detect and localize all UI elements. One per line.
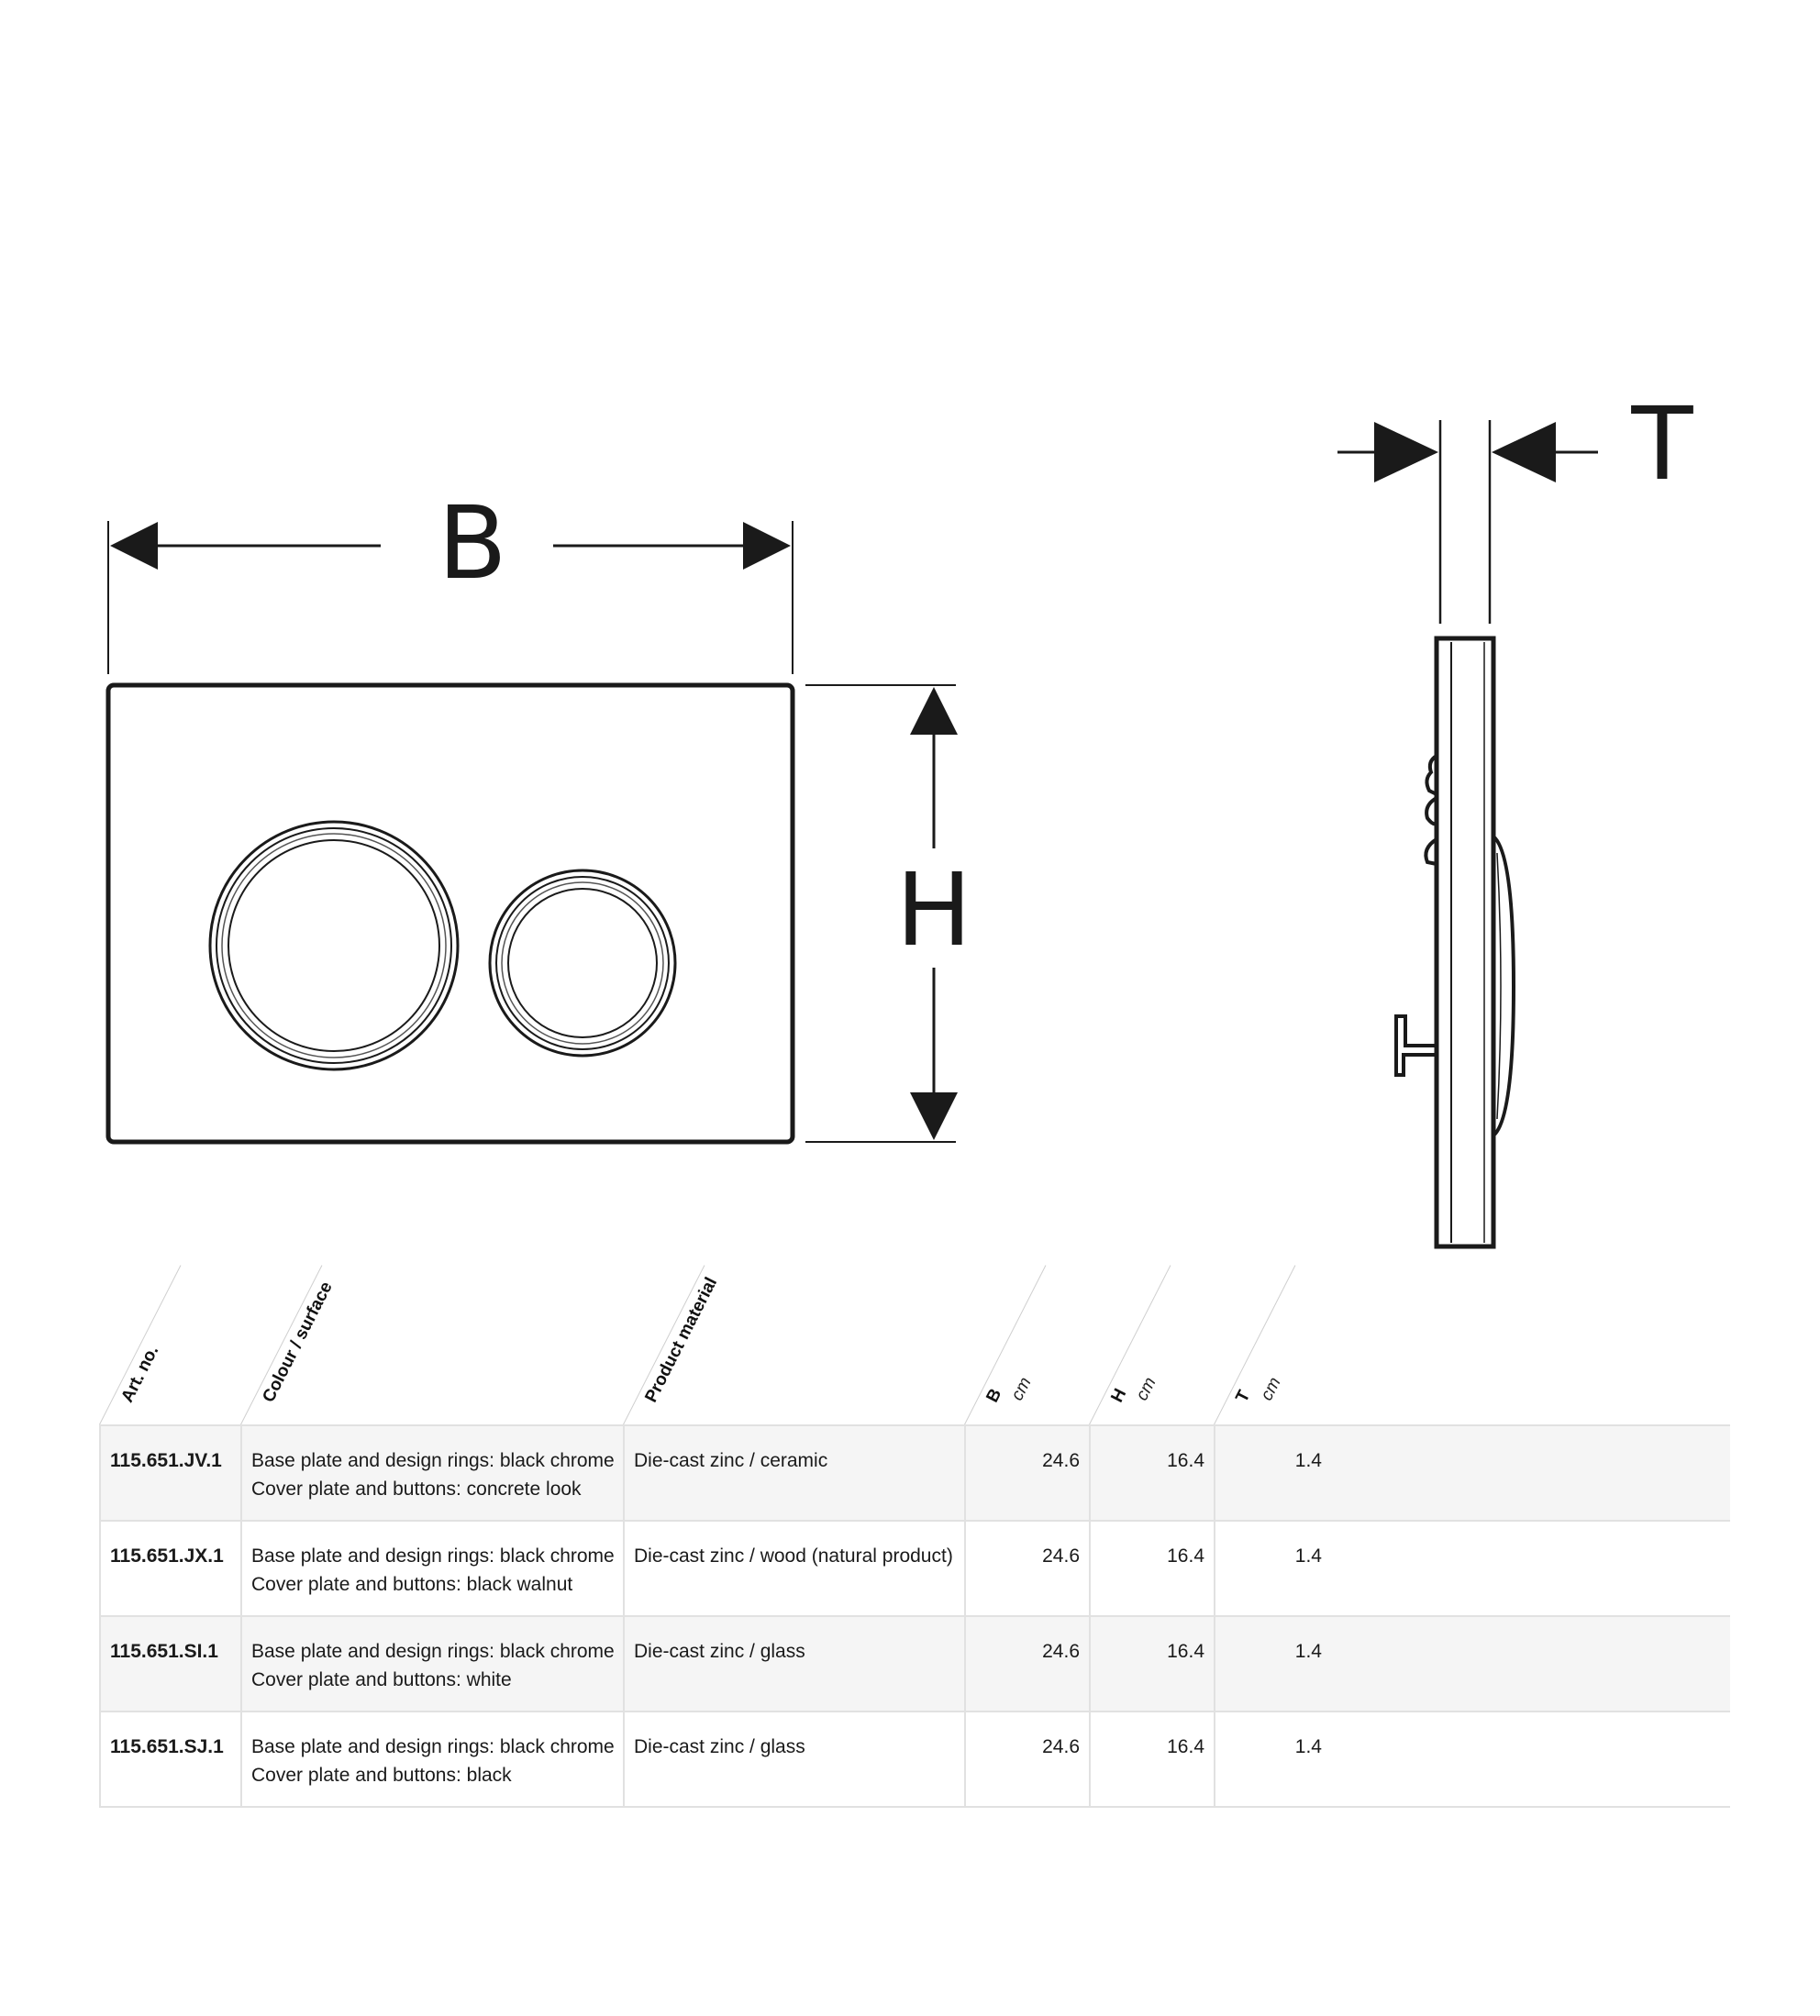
header-h: H (1107, 1385, 1131, 1406)
header-divider (1089, 1265, 1171, 1425)
t-cell: 1.4 (1294, 1545, 1322, 1567)
width-dimension (107, 521, 793, 674)
front-view (105, 682, 795, 1145)
height-dimension (805, 684, 958, 1143)
colour-cell: Base plate and design rings: black chrom… (242, 1617, 625, 1711)
t-cell: 1.4 (1294, 1641, 1322, 1662)
large-flush-button (208, 820, 460, 1071)
b-cell: 24.6 (966, 1712, 1091, 1806)
table-row: 115.651.SI.1 Base plate and design rings… (99, 1617, 1730, 1712)
colour-cell: Base plate and design rings: black chrom… (242, 1426, 625, 1520)
t-cell: 1.4 (1294, 1736, 1322, 1757)
b-cell: 24.6 (966, 1426, 1091, 1520)
spec-table: Art. no. Colour / surface Product materi… (99, 1265, 1730, 1811)
art-no-cell: 115.651.SJ.1 (101, 1712, 242, 1806)
colour-line: Cover plate and buttons: black (251, 1765, 512, 1786)
colour-line: Base plate and design rings: black chrom… (251, 1736, 615, 1757)
material-cell: Die-cast zinc / wood (natural product) (625, 1522, 966, 1615)
header-divider (1214, 1265, 1296, 1425)
colour-line: Cover plate and buttons: white (251, 1669, 512, 1690)
header-h-unit: cm (1132, 1374, 1160, 1404)
b-cell: 24.6 (966, 1522, 1091, 1615)
h-cell: 16.4 (1091, 1426, 1215, 1520)
colour-line: Base plate and design rings: black chrom… (251, 1450, 615, 1471)
colour-cell: Base plate and design rings: black chrom… (242, 1522, 625, 1615)
header-divider (99, 1265, 182, 1425)
width-label: B (438, 484, 506, 602)
material-cell: Die-cast zinc / ceramic (625, 1426, 966, 1520)
material-cell: Die-cast zinc / glass (625, 1712, 966, 1806)
colour-line: Cover plate and buttons: concrete look (251, 1479, 582, 1500)
header-divider (964, 1265, 1047, 1425)
art-no-cell: 115.651.SI.1 (101, 1617, 242, 1711)
material-cell: Die-cast zinc / glass (625, 1617, 966, 1711)
technical-drawing: B H T (105, 385, 1693, 1249)
table-row: 115.651.JX.1 Base plate and design rings… (99, 1522, 1730, 1617)
b-cell: 24.6 (966, 1617, 1091, 1711)
t-cell: 1.4 (1294, 1450, 1322, 1471)
header-colour-surface: Colour / surface (259, 1279, 337, 1406)
height-label: H (896, 851, 972, 969)
depth-label: T (1630, 385, 1693, 503)
header-t-unit: cm (1257, 1374, 1285, 1404)
side-plate-outline (1434, 636, 1496, 1249)
table-header: Art. no. Colour / surface Product materi… (99, 1265, 1730, 1425)
art-no-cell: 115.651.JV.1 (101, 1426, 242, 1520)
colour-line: Base plate and design rings: black chrom… (251, 1545, 615, 1567)
header-t: T (1232, 1387, 1255, 1406)
h-cell: 16.4 (1091, 1712, 1215, 1806)
colour-line: Base plate and design rings: black chrom… (251, 1641, 615, 1662)
header-divider (623, 1265, 705, 1425)
art-no-cell: 115.651.JX.1 (101, 1522, 242, 1615)
h-cell: 16.4 (1091, 1617, 1215, 1711)
header-divider (240, 1265, 323, 1425)
header-b: B (982, 1385, 1006, 1406)
header-b-unit: cm (1007, 1374, 1036, 1404)
colour-cell: Base plate and design rings: black chrom… (242, 1712, 625, 1806)
table-row: 115.651.JV.1 Base plate and design rings… (99, 1426, 1730, 1522)
table-row: 115.651.SJ.1 Base plate and design rings… (99, 1712, 1730, 1808)
side-view (1394, 636, 1516, 1249)
depth-dimension (1337, 420, 1598, 624)
flush-plate-outline (105, 682, 795, 1145)
colour-line: Cover plate and buttons: black walnut (251, 1574, 573, 1595)
small-flush-button (488, 869, 677, 1058)
table-body: 115.651.JV.1 Base plate and design rings… (99, 1424, 1730, 1808)
h-cell: 16.4 (1091, 1522, 1215, 1615)
header-product-material: Product material (641, 1274, 722, 1406)
